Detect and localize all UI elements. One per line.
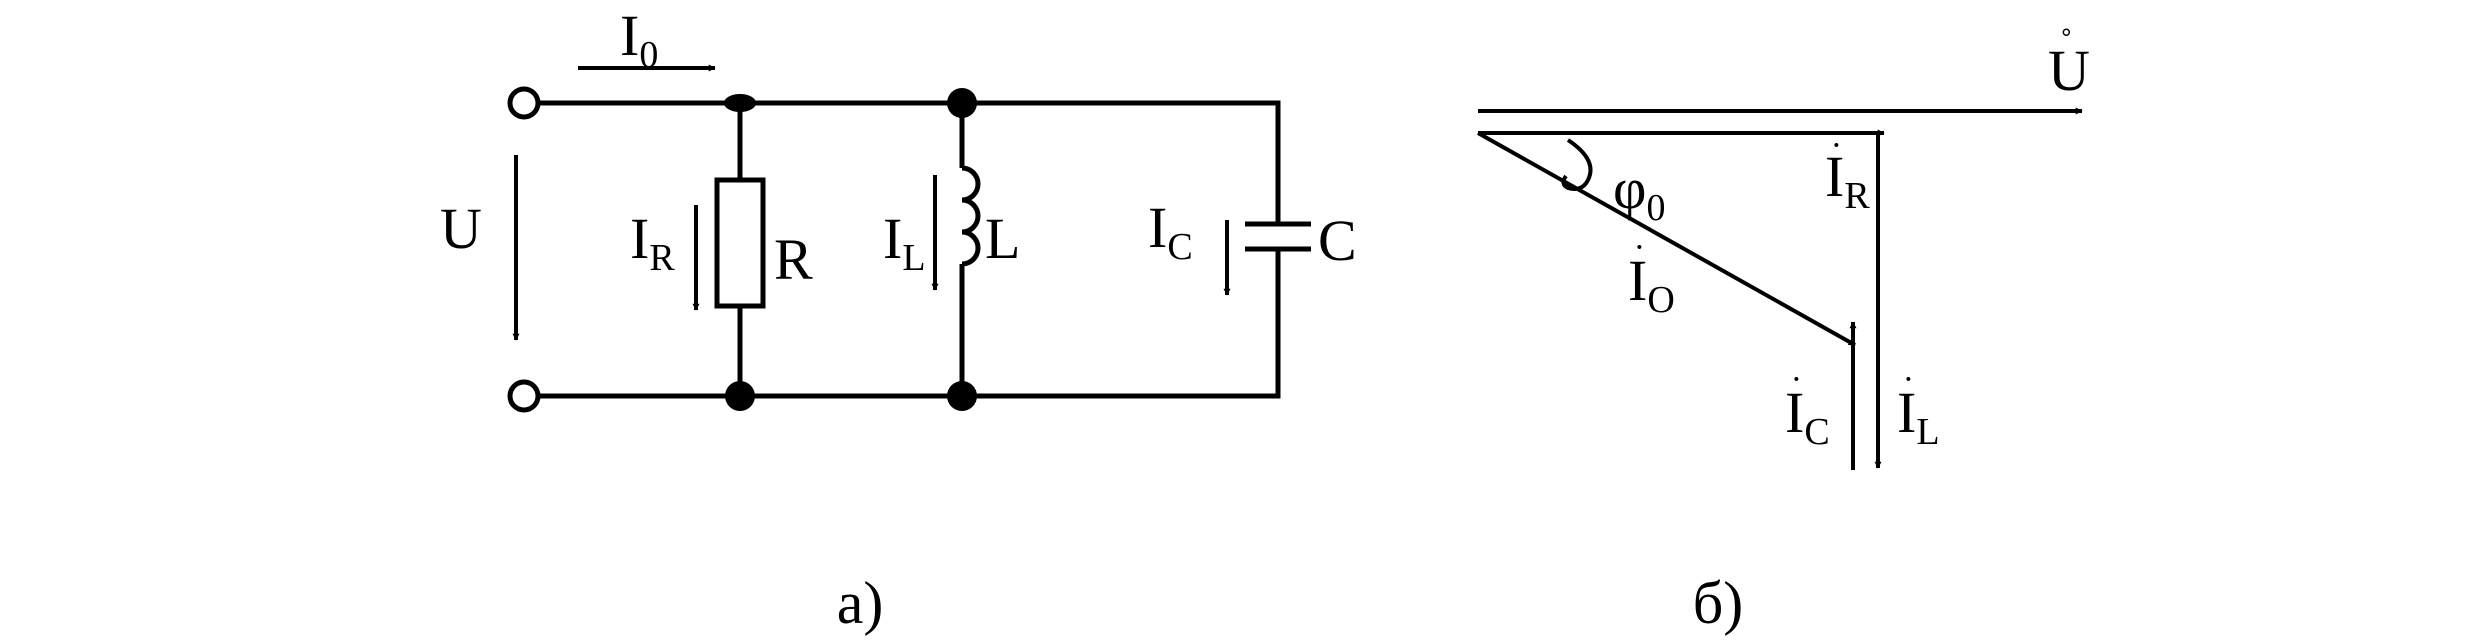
total-current-phasor [1477, 131, 1856, 347]
inductor-coil [961, 165, 981, 267]
inductor-current-label: IL [883, 206, 926, 279]
resistor-symbol [714, 177, 766, 309]
phasor-caption: б) [1693, 570, 1744, 636]
capacitor-current-phasor-label: IC [1785, 380, 1830, 453]
input-terminal-top [507, 86, 541, 120]
voltage-label: U [440, 196, 482, 261]
capacitor-gap [1262, 224, 1294, 249]
capacitor-label: C [1318, 208, 1357, 273]
input-terminal-bottom [507, 379, 541, 413]
voltage-phasor-label: U [2048, 38, 2090, 103]
resistor-label: R [774, 227, 813, 292]
resistor-current-phasor-mark: ˙ [1830, 135, 1843, 177]
total-current-label: I0 [620, 3, 658, 76]
inductor-current-phasor-label: IL [1897, 380, 1940, 453]
phase-angle-arc [1561, 138, 1593, 191]
voltage-phasor-mark: ˚ [2060, 23, 2073, 65]
resistor-current-label: IR [630, 206, 675, 279]
circuit-schematic: I0 U IR R IL L IC C а) [440, 3, 1357, 636]
capacitor-current-phasor-mark: ˙ [1790, 369, 1803, 411]
capacitor-current-label: IC [1148, 195, 1193, 268]
phase-angle-label: φ0 [1613, 156, 1665, 229]
inductor-label: L [985, 206, 1020, 271]
total-current-phasor-mark: ˙ [1633, 237, 1646, 279]
resistor-current-phasor-label: IR [1825, 144, 1870, 217]
total-current-phasor-label: IO [1628, 248, 1675, 321]
circuit-caption: а) [837, 570, 884, 636]
phasor-diagram: U ˚ φ0 IR ˙ IO ˙ IC ˙ IL ˙ б) [1477, 23, 2090, 636]
inductor-current-phasor-mark: ˙ [1902, 369, 1915, 411]
